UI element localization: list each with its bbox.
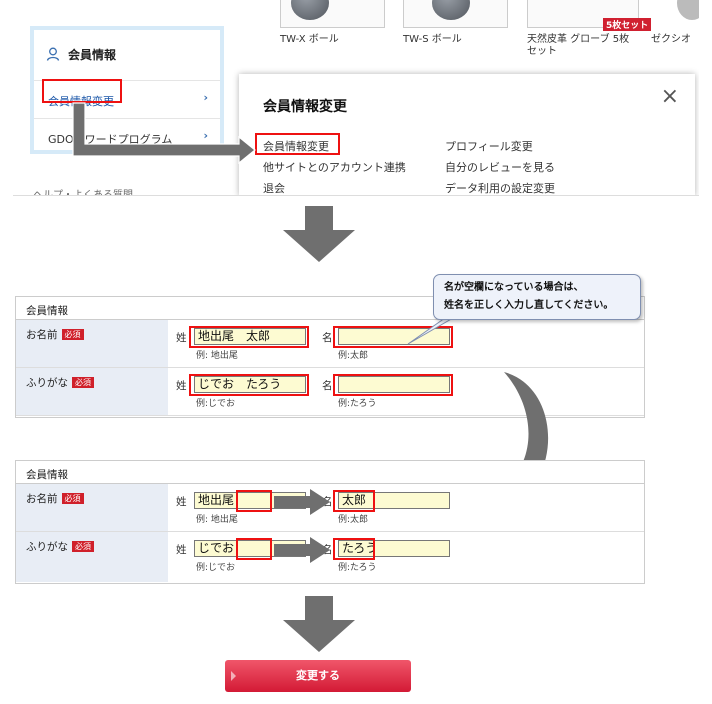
sei-label: 姓 (176, 332, 187, 344)
row-label: お名前必須 (16, 320, 168, 367)
sei-example: 例: 地出尾 (196, 351, 238, 361)
product-thumb (280, 0, 385, 28)
sei-label: 姓 (176, 496, 187, 508)
highlight-modal-member-edit (255, 133, 340, 155)
row-label-text: ふりがな (26, 377, 68, 389)
mei-kana-input[interactable]: たろう (338, 540, 450, 557)
play-triangle-icon (231, 671, 236, 681)
submit-label: 変更する (296, 670, 340, 682)
product-thumb (403, 0, 508, 28)
form-header: 会員情報 (16, 460, 644, 484)
golf-ball-icon (432, 0, 470, 20)
mei-label: 名 (322, 380, 333, 392)
modal-link-withdraw[interactable]: 退会 (263, 182, 285, 195)
sei-example: 例:じでお (196, 563, 236, 573)
submit-change-button[interactable]: 変更する (225, 660, 411, 692)
right-arrow-icon (274, 489, 330, 515)
required-badge: 必須 (72, 541, 94, 552)
mei-name-input[interactable]: 太郎 (338, 492, 450, 509)
golf-club-icon (677, 0, 699, 20)
chevron-right-icon: › (203, 129, 208, 142)
callout-note: 名が空欄になっている場合は、 姓名を正しく入力し直してください。 (433, 274, 641, 320)
sei-label: 姓 (176, 544, 187, 556)
sei-label: 姓 (176, 380, 187, 392)
form-before: 会員情報 お名前必須 姓 地出尾 太郎 例: 地出尾 名 例:太郎 ふりがな必須… (15, 296, 645, 418)
highlight-sidebar-member-edit (42, 79, 122, 103)
product-name: ゼクシオ (651, 34, 691, 45)
required-badge: 必須 (61, 493, 84, 504)
row-label: ふりがな必須 (16, 368, 168, 415)
highlight-sei-name-tail (236, 490, 272, 512)
modal-title: 会員情報変更 (263, 99, 347, 115)
row-label: ふりがな必須 (16, 532, 168, 582)
mei-example: 例:太郎 (338, 351, 369, 361)
highlight-sei-name (189, 326, 309, 348)
highlight-mei-kana (333, 538, 375, 560)
mei-example: 例:太郎 (338, 515, 369, 525)
user-icon (46, 47, 60, 61)
sei-name-input[interactable]: 地出尾 太郎 (194, 328, 306, 345)
sei-example: 例: 地出尾 (196, 515, 238, 525)
row-label-text: お名前 (26, 493, 58, 505)
product-name: 天然皮革 グローブ 5枚セット (527, 34, 630, 57)
close-icon[interactable]: × (660, 84, 679, 109)
bent-arrow-icon (72, 102, 256, 165)
highlight-mei-name (333, 490, 375, 512)
member-title: 会員情報 (68, 48, 117, 62)
golf-ball-icon (291, 0, 329, 20)
callout-line-2: 姓名を正しく入力し直してください。 (444, 300, 614, 311)
right-arrow-icon (274, 537, 330, 563)
callout-line-1: 名が空欄になっている場合は、 (444, 282, 584, 293)
product-name: TW-X ボール (280, 34, 339, 45)
mei-label: 名 (322, 332, 333, 344)
modal-link-data-settings[interactable]: データ利用の設定変更 (445, 182, 555, 195)
highlight-sei-kana (189, 374, 309, 396)
row-name: お名前必須 姓 地出尾 太郎 例: 地出尾 名 例:太郎 (16, 320, 644, 368)
mei-example: 例:たろう (338, 563, 377, 573)
down-arrow-icon (283, 206, 355, 262)
member-heading: 会員情報 (46, 46, 116, 63)
modal-link-member-edit[interactable]: 会員情報変更 (263, 140, 329, 153)
chevron-right-icon: › (203, 91, 208, 104)
member-menu-screenshot: TW-X ボール TW-S ボール 天然皮革 グローブ 5枚セット 5枚セット … (13, 0, 699, 196)
highlight-mei-name (333, 326, 453, 348)
required-badge: 必須 (72, 377, 94, 388)
highlight-sei-kana-tail (236, 538, 272, 560)
modal-link-reviews[interactable]: 自分のレビューを見る (445, 161, 555, 174)
product-name: TW-S ボール (403, 34, 462, 45)
required-badge: 必須 (61, 329, 84, 340)
sei-example: 例:じでお (196, 399, 236, 409)
modal-link-profile[interactable]: プロフィール変更 (445, 140, 533, 153)
help-link[interactable]: ヘルプ・よくある質問 (33, 190, 133, 196)
row-label-text: ふりがな (26, 541, 68, 553)
highlight-mei-kana (333, 374, 453, 396)
row-kana: ふりがな必須 姓 じでお たろう 例:じでお 名 例:たろう (16, 368, 644, 416)
modal-link-account-link[interactable]: 他サイトとのアカウント連携 (263, 161, 406, 174)
sei-kana-input[interactable]: じでお たろう (194, 376, 306, 393)
down-arrow-icon (283, 596, 355, 652)
mei-example: 例:たろう (338, 399, 377, 409)
row-label: お名前必須 (16, 484, 168, 531)
row-label-text: お名前 (26, 329, 58, 341)
mei-kana-input[interactable] (338, 376, 450, 393)
set-badge: 5枚セット (603, 18, 652, 31)
mei-name-input[interactable] (338, 328, 450, 345)
